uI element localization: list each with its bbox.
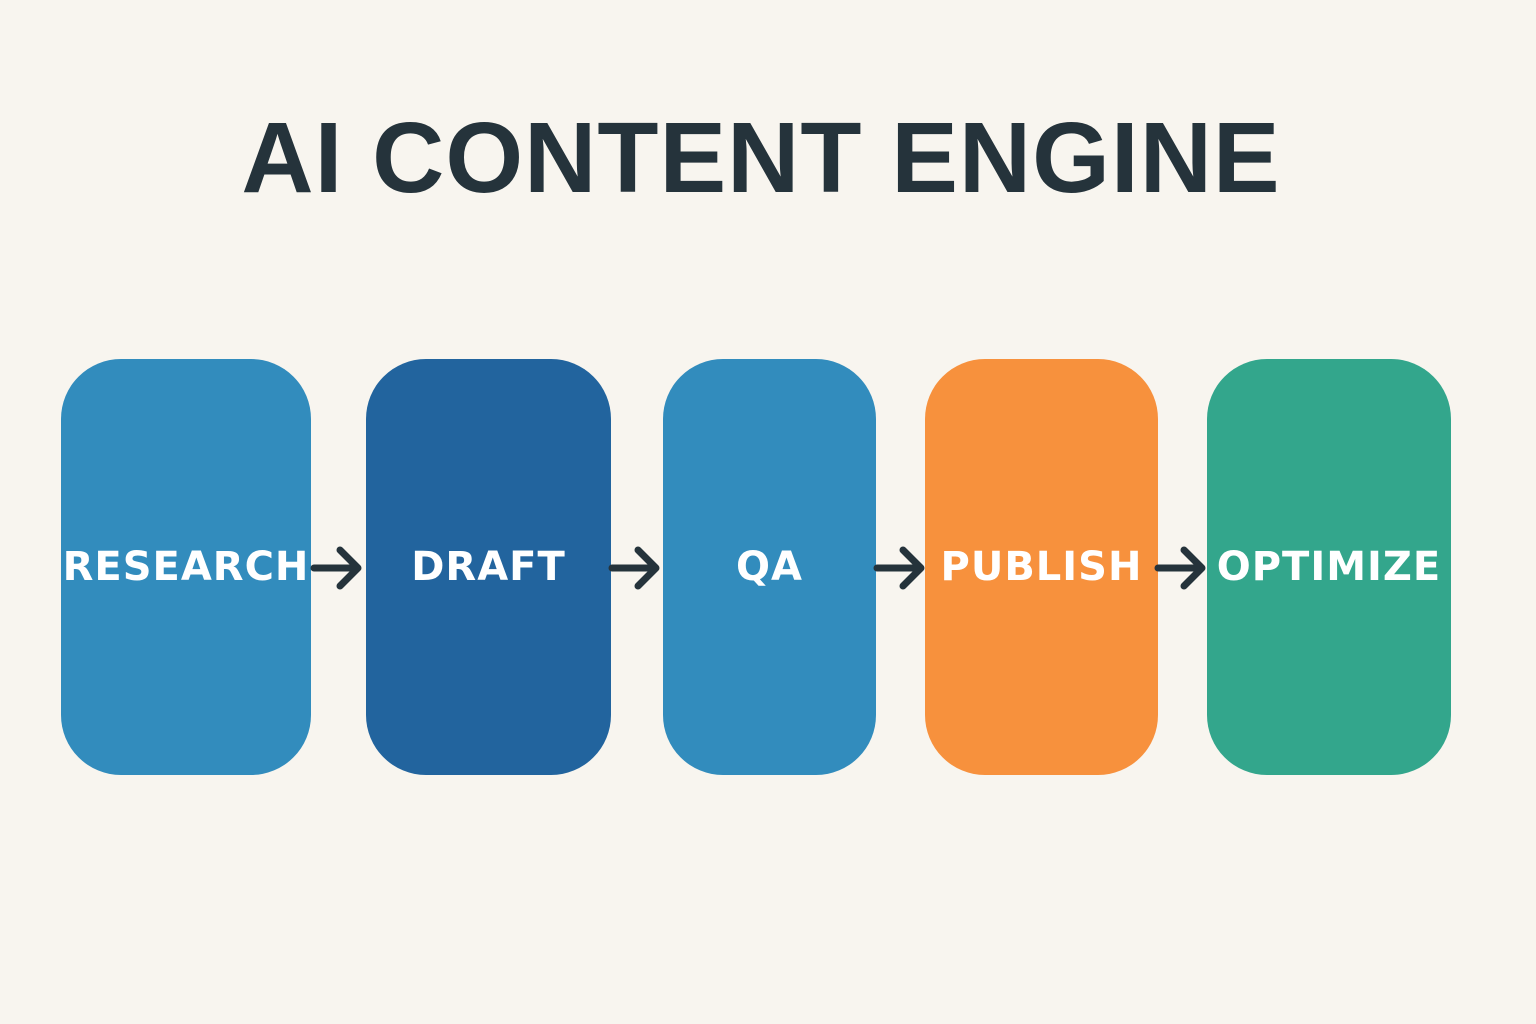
arrow-right-icon — [1154, 542, 1208, 594]
arrow-right-icon — [608, 542, 662, 594]
stage-publish: PUBLISH — [925, 359, 1158, 775]
stage-label: QA — [736, 544, 803, 590]
stage-label: DRAFT — [411, 544, 566, 590]
diagram-title: AI CONTENT ENGINE — [241, 102, 1281, 214]
stage-draft: DRAFT — [366, 359, 611, 775]
stage-label: PUBLISH — [940, 544, 1143, 590]
arrow-right-icon — [873, 542, 927, 594]
stage-optimize: OPTIMIZE — [1207, 359, 1451, 775]
stage-research: RESEARCH — [61, 359, 311, 775]
stage-qa: QA — [663, 359, 876, 775]
stage-label: RESEARCH — [62, 544, 310, 590]
arrow-right-icon — [310, 542, 364, 594]
stage-label: OPTIMIZE — [1216, 544, 1442, 590]
